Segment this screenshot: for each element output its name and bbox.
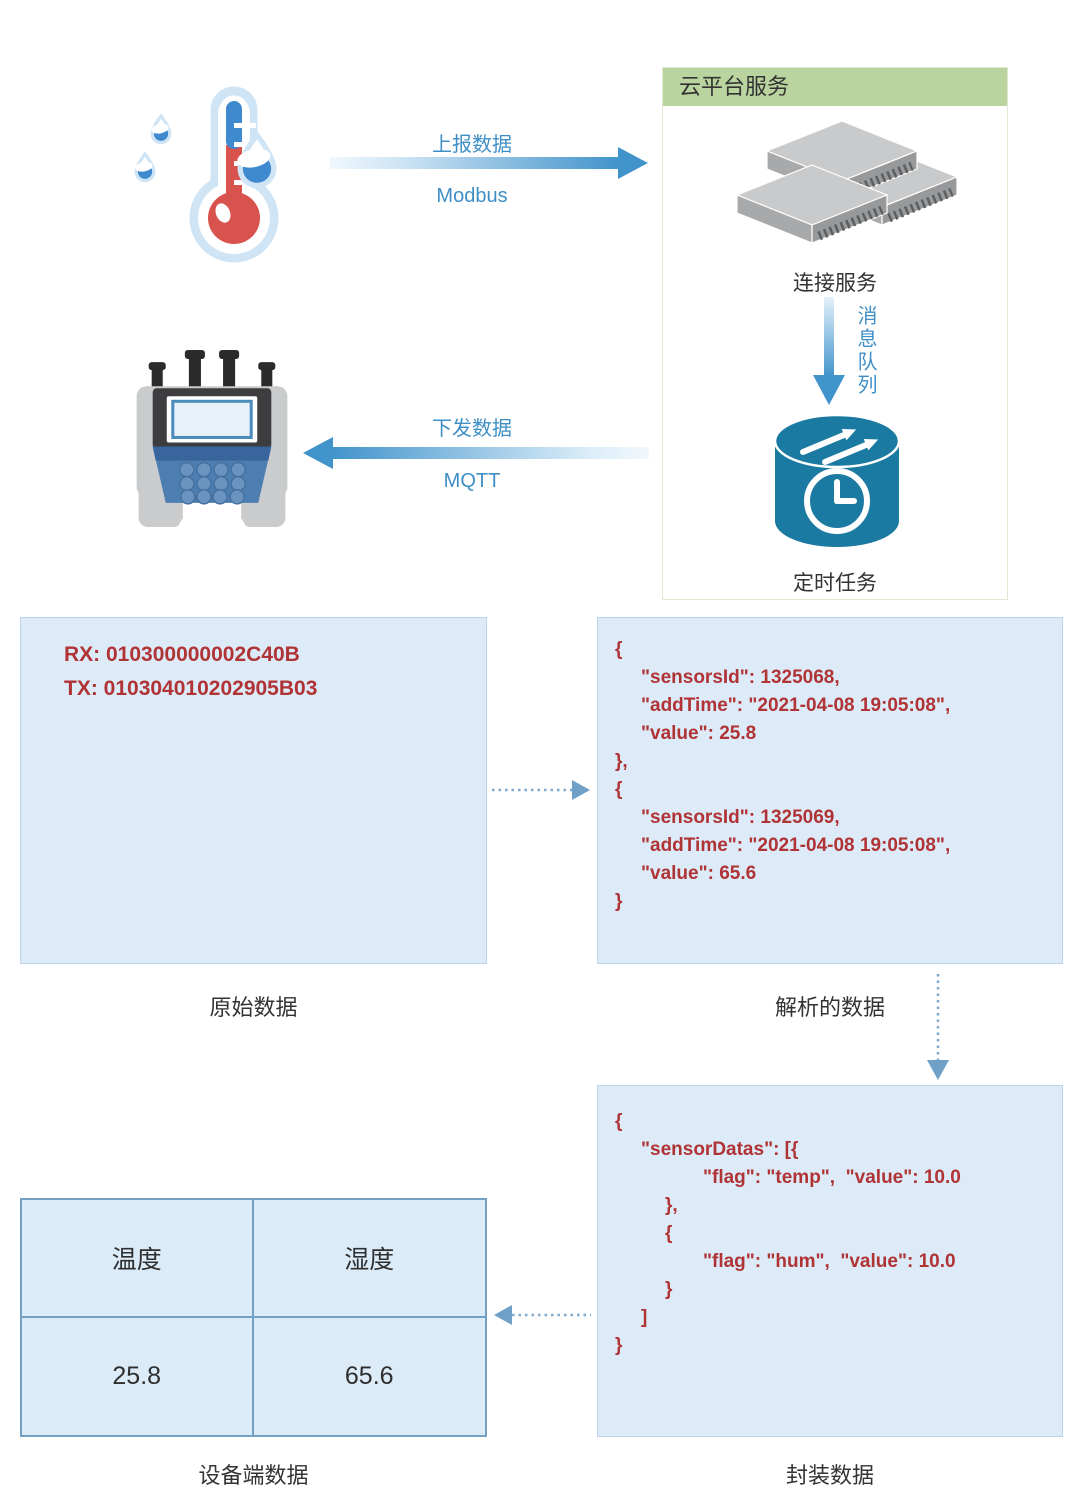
code-line: } [615,1335,623,1356]
report-protocol-label: Modbus [436,185,508,207]
downlink-arrow-label: 下发数据 [432,418,512,440]
code-line: }, [665,1195,678,1216]
code-line: "addTime": "2021-04-08 19:05:08", [641,835,951,856]
device-icon [136,350,288,536]
packaged-to-device-arrow [494,1305,591,1325]
code-line: } [665,1279,673,1300]
report-arrow [330,147,648,179]
code-line: "flag": "temp", "value": 10.0 [703,1167,961,1188]
code-line: "sensorsId": 1325068, [641,667,840,688]
code-line: "addTime": "2021-04-08 19:05:08", [641,695,951,716]
code-line: ] [641,1307,648,1328]
cloud-platform-panel: 云平台服务 连接服务 [662,67,1008,600]
parsed-to-packaged-arrow [927,974,949,1080]
code-line: { [615,779,623,800]
timer-task-label: 定时任务 [793,572,877,595]
raw-data-caption: 原始数据 [209,995,298,1020]
droplet-icon [134,151,156,183]
device-data-table: 温度 湿度 25.8 65.6 [20,1198,487,1437]
connection-service-icon [735,120,959,244]
code-line: { [665,1223,673,1244]
report-arrow-label: 上报数据 [432,134,512,156]
code-line: "sensorsId": 1325069, [641,807,840,828]
code-line: { [615,639,623,660]
clock-glyph [804,468,870,534]
droplet-icon [237,130,277,189]
temperature-humidity-sensor-icon [134,86,279,263]
table-value-temperature: 25.8 [22,1318,254,1435]
connection-service-label: 连接服务 [793,272,877,295]
code-line: { [615,1111,623,1132]
table-header-temperature: 温度 [22,1200,254,1318]
table-header-humidity: 湿度 [253,1200,485,1318]
parsed-data-panel: { "sensorsId": 1325068, "addTime": "2021… [597,617,1063,964]
antenna-glyph [148,350,276,389]
timer-task-icon [773,413,901,547]
packaged-data-panel: { "sensorDatas": [{ "flag": "temp", "val… [597,1085,1063,1437]
downlink-protocol-label: MQTT [443,470,501,492]
raw-rx-line: RX: 010300000002C40B [64,643,300,666]
code-line: "flag": "hum", "value": 10.0 [703,1251,956,1272]
code-line: "value": 65.6 [641,863,757,884]
code-line: }, [615,751,628,772]
table-value-humidity: 65.6 [344,1362,394,1390]
code-line: "value": 25.8 [641,723,757,744]
queue-arrows-glyph [800,428,879,465]
raw-tx-line: TX: 010304010202905B03 [64,677,318,700]
message-queue-label: 消息队列 [854,305,876,397]
cloud-platform-header: 云平台服务 [663,68,1007,106]
message-queue-arrow [813,297,845,405]
downlink-arrow [303,437,649,469]
code-line: } [615,891,623,912]
raw-data-panel: RX: 010300000002C40B TX: 010304010202905… [20,617,487,964]
code-line: "sensorDatas": [{ [641,1139,799,1160]
droplet-icon [150,113,172,145]
packaged-data-caption: 封装数据 [785,1463,874,1488]
parsed-data-caption: 解析的数据 [774,995,885,1020]
raw-to-parsed-arrow [492,780,590,800]
keypad-buttons [179,461,246,505]
device-data-caption: 设备端数据 [198,1463,309,1488]
